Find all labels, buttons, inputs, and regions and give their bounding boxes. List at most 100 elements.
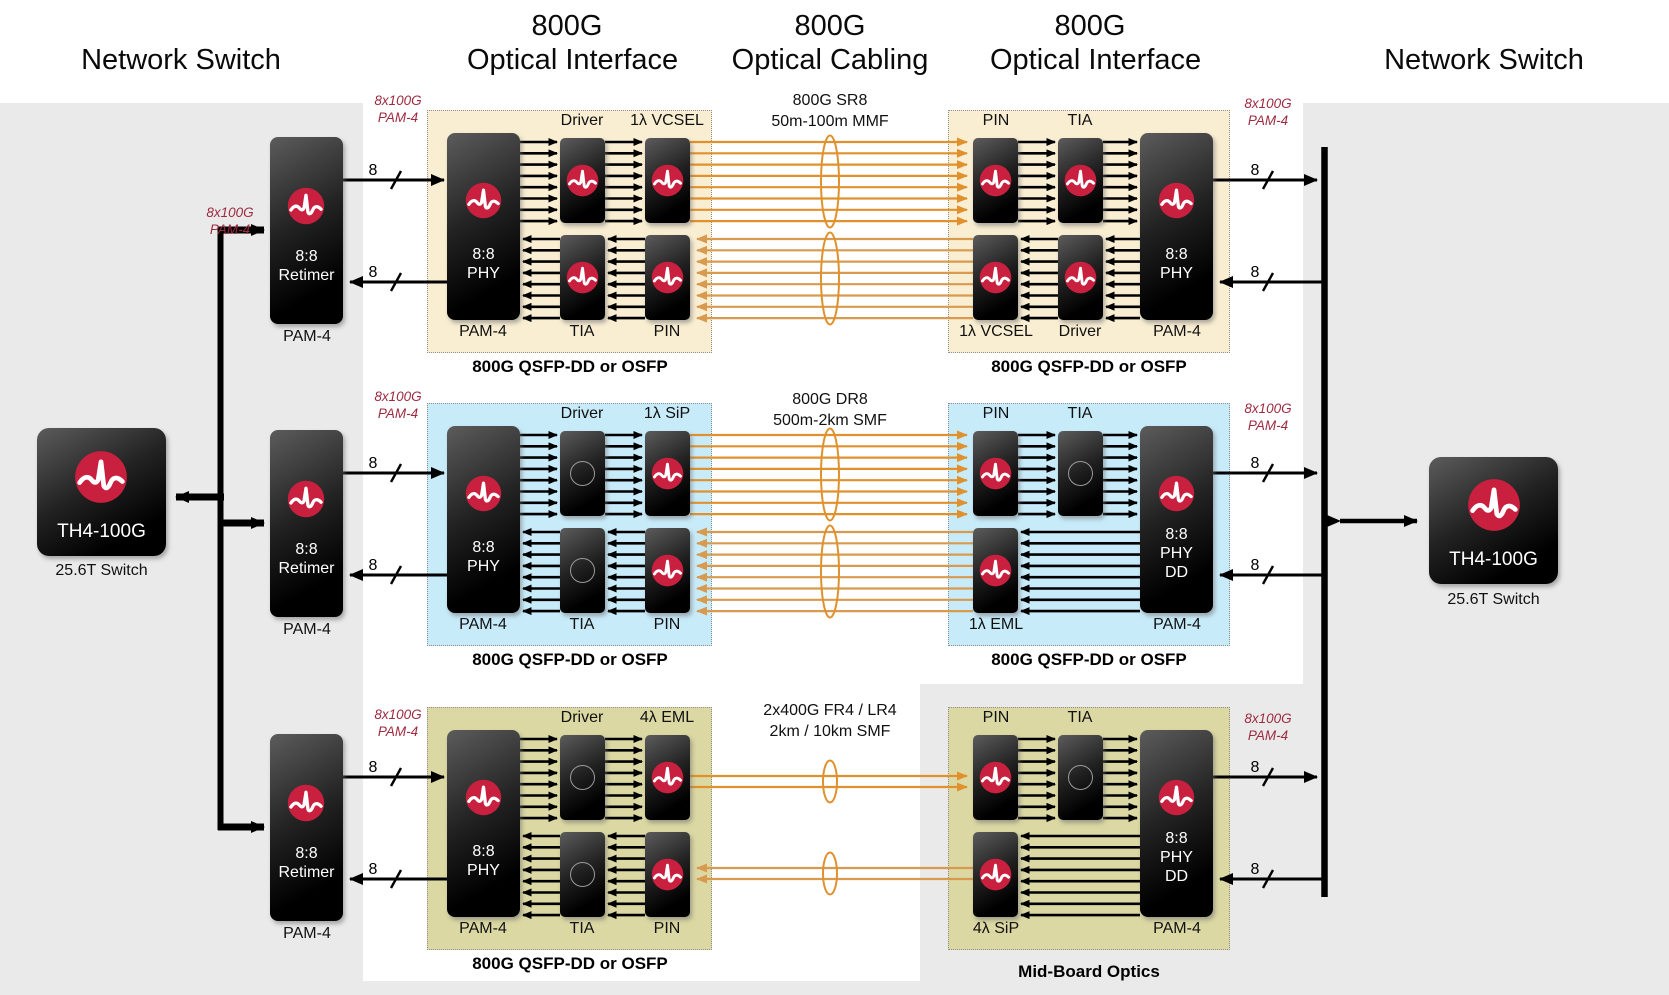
switch-left-caption: 25.6T Switch bbox=[55, 562, 148, 579]
row1-left-pin-label: PIN bbox=[653, 323, 681, 340]
row2-right-tia-label: TIA bbox=[1067, 405, 1093, 422]
broadcom-logo-icon bbox=[979, 164, 1012, 197]
open-circle-icon bbox=[570, 558, 595, 583]
row3-left-tia-label: TIA bbox=[569, 920, 595, 937]
row3-retimer-caption: PAM-4 bbox=[283, 925, 331, 942]
row2-right-tx-lane-count: 8 bbox=[1250, 455, 1260, 472]
row2-left-tia-chip bbox=[560, 528, 605, 613]
row1-right-tia-label: TIA bbox=[1067, 112, 1093, 129]
row1-left-module-caption: 800G QSFP-DD or OSFP bbox=[472, 357, 668, 376]
row2-left-driver-label: Driver bbox=[560, 405, 604, 422]
switch-right-caption: 25.6T Switch bbox=[1447, 591, 1540, 608]
broadcom-logo-icon bbox=[651, 164, 684, 197]
broadcom-logo-icon bbox=[979, 261, 1012, 294]
row3-left-pin-chip bbox=[645, 832, 690, 917]
row1-right-driver-label: Driver bbox=[1058, 323, 1102, 340]
row1-left-emitter-label: 1λ VCSEL bbox=[630, 112, 704, 129]
header-network-switch-right: Network Switch bbox=[1384, 44, 1584, 76]
broadcom-logo-icon bbox=[287, 480, 325, 518]
row3-left-emitter-label: 4λ EML bbox=[639, 709, 695, 726]
broadcom-logo-icon bbox=[651, 554, 684, 587]
header-optical-cabling-line2: Optical Cabling bbox=[731, 44, 929, 76]
broadcom-logo-icon bbox=[1158, 182, 1195, 219]
row3-right-pin-chip bbox=[973, 735, 1018, 820]
row1-left-tx-lane-count: 8 bbox=[368, 162, 378, 179]
broadcom-logo-icon bbox=[287, 187, 325, 225]
switch-chip-left: TH4-100G bbox=[37, 428, 166, 556]
row3-right-rx-lane-count: 8 bbox=[1250, 861, 1260, 878]
broadcom-logo-icon bbox=[1064, 261, 1097, 294]
row3-right-tx-lane-count: 8 bbox=[1250, 759, 1260, 776]
broadcom-logo-icon bbox=[1467, 478, 1521, 532]
row2-right-tia-chip bbox=[1058, 431, 1103, 516]
broadcom-logo-icon bbox=[566, 164, 599, 197]
row3-left-eml-chip bbox=[645, 735, 690, 820]
row1-left-driver-chip bbox=[560, 138, 605, 223]
header-optical-cabling-line1: 800G bbox=[794, 10, 866, 42]
row2-left-rx-lane-count: 8 bbox=[368, 557, 378, 574]
broadcom-logo-icon bbox=[1158, 475, 1195, 512]
header-optical-interface-left-line1: 800G bbox=[531, 10, 603, 42]
row2-right-eml-chip bbox=[973, 528, 1018, 613]
row2-right-emitter-label: 1λ EML bbox=[968, 616, 1024, 633]
row1-left-driver-label: Driver bbox=[560, 112, 604, 129]
row1-retimer-caption: PAM-4 bbox=[283, 328, 331, 345]
row2-left-tx-lane-count: 8 bbox=[368, 455, 378, 472]
row2-right-pam4-label: PAM-4 bbox=[1153, 616, 1201, 633]
broadcom-logo-icon bbox=[1158, 779, 1195, 816]
switch-right-title: TH4-100G bbox=[1449, 549, 1538, 570]
broadcom-logo-icon bbox=[651, 761, 684, 794]
row3-left-tx-lane-count: 8 bbox=[368, 759, 378, 776]
row3-right-module-caption: Mid-Board Optics bbox=[1018, 962, 1160, 981]
row1-right-pin-label: PIN bbox=[982, 112, 1010, 129]
open-circle-icon bbox=[1068, 765, 1093, 790]
broadcom-logo-icon bbox=[1064, 164, 1097, 197]
row3-left-driver-label: Driver bbox=[560, 709, 604, 726]
row2-left-driver-chip bbox=[560, 431, 605, 516]
row3-right-pam4-label: PAM-4 bbox=[1153, 920, 1201, 937]
row1-right-pam4-label: PAM-4 bbox=[1153, 323, 1201, 340]
open-circle-icon bbox=[570, 862, 595, 887]
row2-left-pin-chip bbox=[645, 528, 690, 613]
row3-left-tia-chip bbox=[560, 832, 605, 917]
row1-left-rx-lane-count: 8 bbox=[368, 264, 378, 281]
broadcom-logo-icon bbox=[287, 784, 325, 822]
broadcom-logo-icon bbox=[465, 182, 502, 219]
row1-right-pin-chip bbox=[973, 138, 1018, 223]
row1-left-tia-chip bbox=[560, 235, 605, 320]
row1-right-emitter-label: 1λ VCSEL bbox=[959, 323, 1033, 340]
open-circle-icon bbox=[570, 765, 595, 790]
row1-left-pin-chip bbox=[645, 235, 690, 320]
row3-right-sip-chip bbox=[973, 832, 1018, 917]
open-circle-icon bbox=[1068, 461, 1093, 486]
broadcom-logo-icon bbox=[979, 858, 1012, 891]
row3-right-emitter-label: 4λ SiP bbox=[972, 920, 1020, 937]
row2-right-module-caption: 800G QSFP-DD or OSFP bbox=[991, 650, 1187, 669]
row3-left-driver-chip bbox=[560, 735, 605, 820]
row1-left-vcsel-chip bbox=[645, 138, 690, 223]
row2-left-pin-label: PIN bbox=[653, 616, 681, 633]
row1-right-rx-lane-count: 8 bbox=[1250, 264, 1260, 281]
row3-left-pin-label: PIN bbox=[653, 920, 681, 937]
row2-right-pin-chip bbox=[973, 431, 1018, 516]
row3-right-tia-chip bbox=[1058, 735, 1103, 820]
row1-left-pam4-label: PAM-4 bbox=[459, 323, 507, 340]
row2-left-sip-chip bbox=[645, 431, 690, 516]
broadcom-logo-icon bbox=[566, 261, 599, 294]
header-optical-interface-right-line2: Optical Interface bbox=[990, 44, 1202, 76]
